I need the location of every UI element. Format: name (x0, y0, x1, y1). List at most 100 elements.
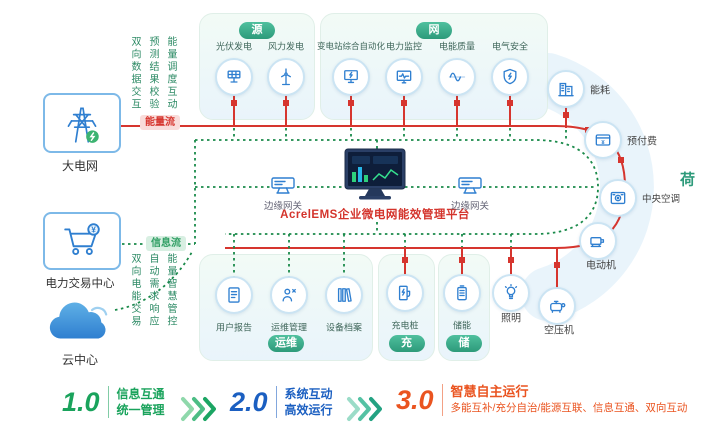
node-charging-pile-label: 充电桩 (391, 320, 419, 331)
edge-gateway-right-label: 边缘网关 (450, 201, 490, 212)
prepaid-icon: ¥ (595, 134, 611, 146)
legend-line: 智慧自主运行 (450, 384, 529, 399)
node-air-compressor (538, 287, 576, 325)
source-group-title: 源 (239, 22, 275, 39)
legend-item-3: 3.0 智慧自主运行多能互补/充分自治/能源互联、信息互通、双向互动 (396, 384, 687, 416)
node-energy-consumption-label: 能耗 (590, 85, 610, 97)
node-quality (438, 58, 476, 96)
node-quality-label: 电能质量 (438, 41, 476, 52)
legend-divider (441, 384, 443, 416)
node-substation-label: 变电站综合自动化 (316, 41, 386, 51)
vertical-text: 自动需求响应 (147, 253, 158, 328)
node-safety (491, 58, 529, 96)
node-motor (579, 222, 617, 260)
trading-center-box: ¥ (43, 212, 121, 270)
power-tower-icon (67, 107, 99, 143)
platform-monitor-icon (344, 148, 406, 200)
legend-line: 系统互动 (284, 387, 333, 401)
legend-line: 统一管理 (116, 403, 165, 417)
trading-interaction-vertical-texts: 双向电能交易 自动需求响应 能量智慧管控 (127, 253, 178, 328)
om-management-icon (282, 288, 296, 302)
battery-icon (457, 285, 467, 301)
charging-pile-icon (398, 285, 411, 301)
node-equipment-archive (325, 276, 363, 314)
vertical-text: 预测结果校验 (147, 36, 158, 111)
legend-divider (275, 386, 277, 418)
node-pv-label: 光伏发电 (215, 41, 253, 52)
node-user-report (215, 276, 253, 314)
edge-gateway-left-label: 边缘网关 (263, 201, 303, 212)
vertical-text: 能量智慧管控 (165, 253, 176, 328)
user-report-icon (228, 287, 240, 303)
chevron-right-icon (347, 397, 382, 421)
node-monitoring-label: 电力监控 (385, 41, 423, 52)
trading-center-label: 电力交易中心 (45, 278, 115, 290)
node-wind (267, 58, 305, 96)
vertical-text: 能量调度互动 (165, 36, 176, 111)
node-central-ac-label: 中央空调 (642, 194, 681, 205)
load-group-title: 荷 (680, 171, 696, 189)
edge-gateway-icon (458, 177, 482, 194)
charge-group-title: 充 (388, 335, 425, 352)
info-flow-badge: 信息流 (146, 236, 186, 251)
node-central-ac (599, 179, 637, 217)
grid-group-title: 网 (416, 22, 452, 39)
node-om-management-label: 运维管理 (270, 322, 308, 333)
energy-flow-badge: 能量流 (140, 115, 180, 130)
grid-source-label: 大电网 (61, 159, 99, 173)
node-om-management (270, 276, 308, 314)
node-lighting (492, 274, 530, 312)
lighting-icon (504, 284, 518, 300)
power-quality-icon (448, 72, 466, 82)
vertical-text: 双向数据交互 (129, 36, 140, 111)
node-air-compressor-label: 空压机 (544, 325, 574, 337)
legend-version: 2.0 (230, 386, 268, 417)
wind-turbine-icon (281, 68, 291, 86)
platform-title: AcrelEMS企业微电网能效管理平台 (280, 209, 470, 221)
svg-text:¥: ¥ (91, 225, 96, 235)
legend-version: 3.0 (396, 384, 434, 415)
legend-version: 1.0 (62, 386, 100, 417)
legend-item-2: 2.0 系统互动高效运行 (230, 386, 333, 418)
node-lighting-label: 照明 (501, 313, 521, 325)
node-wind-label: 风力发电 (267, 41, 305, 52)
svg-text:¥: ¥ (601, 140, 605, 146)
legend-divider (107, 386, 109, 418)
legend-item-1: 1.0 信息互通统一管理 (62, 386, 165, 418)
edge-gateway-icon (271, 177, 295, 194)
node-charging-pile (386, 274, 424, 312)
storage-group-title: 储 (446, 335, 482, 352)
grid-source-box (43, 93, 121, 153)
om-group-title: 运维 (268, 335, 304, 352)
cloud-icon (49, 302, 108, 339)
node-battery-label: 储能 (452, 320, 472, 331)
substation-automation-icon (344, 70, 358, 84)
trading-cart-icon: ¥ (64, 223, 100, 255)
cloud-center-label: 云中心 (61, 353, 99, 367)
legend-line: 高效运行 (284, 403, 333, 417)
equipment-archive-icon (337, 288, 352, 302)
node-pv (215, 58, 253, 96)
chevron-right-icon (181, 397, 216, 421)
node-energy-consumption (547, 70, 585, 108)
node-monitoring (385, 58, 423, 96)
node-prepaid-label: 预付费 (627, 136, 657, 148)
air-compressor-icon (550, 300, 566, 313)
node-safety-label: 电气安全 (491, 41, 529, 52)
grid-interaction-vertical-texts: 双向数据交互 预测结果校验 能量调度互动 (127, 36, 178, 111)
node-user-report-label: 用户报告 (215, 322, 253, 333)
node-prepaid: ¥ (584, 121, 622, 159)
node-battery (443, 274, 481, 312)
power-monitoring-icon (396, 70, 412, 84)
vertical-text: 双向电能交易 (129, 253, 140, 328)
node-substation (332, 58, 370, 96)
motor-icon (590, 237, 605, 248)
energy-consumption-icon (558, 82, 574, 97)
node-equipment-archive-label: 设备档案 (325, 322, 363, 333)
legend-line: 信息互通 (116, 387, 165, 401)
node-motor-label: 电动机 (586, 260, 616, 272)
central-ac-icon (610, 191, 626, 205)
legend-line: 多能互补/充分自治/能源互联、信息互通、双向互动 (450, 402, 688, 414)
solar-panel-icon (227, 70, 241, 83)
